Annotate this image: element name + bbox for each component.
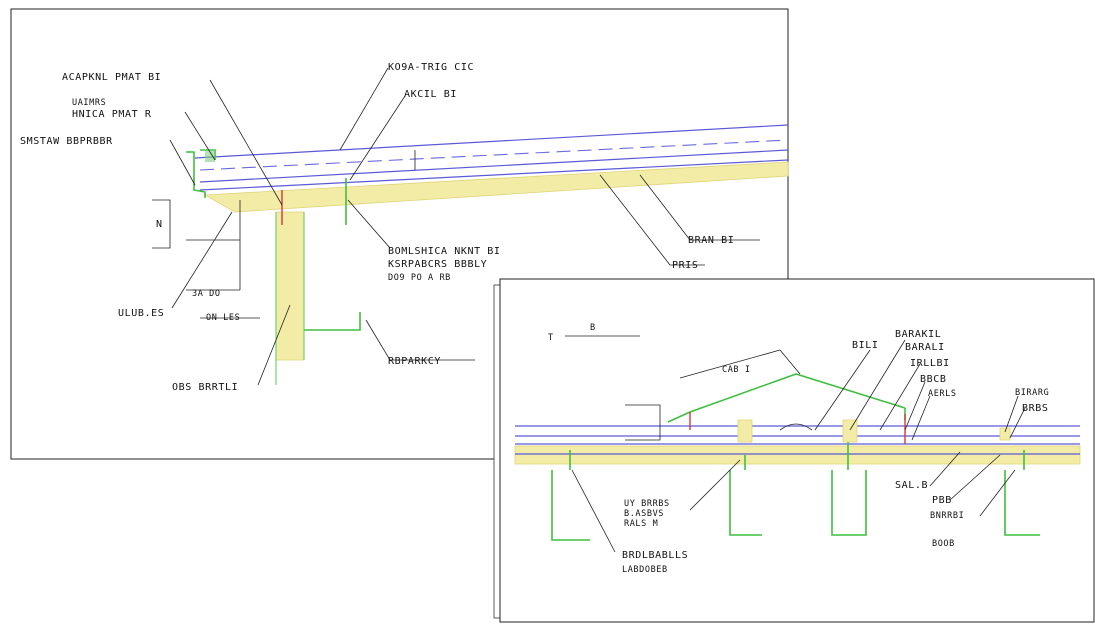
membrane-dashed bbox=[199, 139, 789, 171]
purlin-1 bbox=[551, 470, 590, 541]
leader-9 bbox=[171, 211, 233, 309]
label-top-center: KO9A-TRIG CIC bbox=[388, 62, 474, 73]
label-right-top-beam: BRAN BI bbox=[688, 235, 734, 246]
purlin-2 bbox=[729, 470, 762, 536]
label-bottom-center: RBPARKCY bbox=[388, 356, 441, 367]
b-leader-3 bbox=[879, 363, 921, 431]
label-right-center3: DO9 PO A RB bbox=[388, 273, 451, 283]
b-label-r2: BRBS bbox=[1022, 403, 1048, 414]
b-leader-11 bbox=[689, 459, 741, 511]
membrane-bottom bbox=[199, 159, 789, 191]
label-dim3: ON LES bbox=[206, 313, 240, 323]
ridge-cap-left bbox=[667, 411, 691, 423]
b-label-l5: BBCB bbox=[920, 374, 946, 385]
label-top-right: AKCIL BI bbox=[404, 89, 457, 100]
b-label-l6: AERLS bbox=[928, 389, 957, 399]
leader-7 bbox=[639, 174, 760, 241]
drip-clip bbox=[205, 150, 215, 162]
b-leader-2 bbox=[849, 339, 906, 431]
b-label-bottom-left1: BRDLBABLLS bbox=[622, 550, 688, 561]
membrane-mid bbox=[199, 149, 789, 183]
timber-deck bbox=[203, 161, 789, 213]
b-leader-12 bbox=[571, 469, 616, 553]
b-label-bottom-note: BOOB bbox=[932, 539, 955, 549]
label-dim2: 3A DO bbox=[192, 289, 221, 299]
b-label-left-note3: RALS M bbox=[624, 519, 658, 529]
label-right-center1: BOMLSHICA NKNT BI bbox=[388, 246, 501, 257]
edge-flashing bbox=[186, 151, 206, 198]
leader-4 bbox=[339, 67, 389, 151]
b-label-l4: IRLLBI bbox=[910, 358, 950, 369]
block-2 bbox=[737, 419, 753, 443]
leader-6 bbox=[347, 199, 391, 249]
label-right-beam2: PRIS bbox=[672, 260, 698, 271]
sheet-b: B T CAB I BILI BARAKIL BARALI IRLLBI BBC… bbox=[493, 278, 1095, 623]
leader-1 bbox=[209, 79, 283, 206]
leader-3 bbox=[169, 139, 196, 186]
b-label-l2: BARAKIL bbox=[895, 329, 941, 340]
b-label-l3: BARALI bbox=[905, 342, 945, 353]
block-4 bbox=[999, 427, 1011, 441]
label-left-mid2: HNICA PMAT R bbox=[72, 109, 152, 120]
leader-11 bbox=[257, 304, 291, 386]
b-label-m3: BNRRBI bbox=[930, 511, 964, 521]
sheet-a: ACAPKNL PMAT BI UAIMRS HNICA PMAT R SMST… bbox=[10, 8, 789, 460]
b-leader-5 bbox=[911, 395, 931, 441]
timber-band bbox=[514, 445, 1081, 465]
leader-2 bbox=[184, 111, 216, 161]
b-dim-bracket bbox=[625, 404, 661, 441]
label-top-left: ACAPKNL PMAT BI bbox=[62, 72, 161, 83]
b-dim-slope-2 bbox=[779, 349, 801, 375]
b-label-l1: BILI bbox=[852, 340, 878, 351]
label-bottom-left: ULUB.ES bbox=[118, 308, 164, 319]
b-leader-1 bbox=[814, 349, 871, 431]
b-leader-10 bbox=[979, 469, 1016, 517]
b-label-left-note1: UY BRRBS bbox=[624, 499, 670, 509]
leader-5 bbox=[349, 95, 406, 181]
b-label-top-marker: B bbox=[590, 323, 596, 333]
b-leader-6 bbox=[1004, 395, 1019, 433]
b-leader-8 bbox=[929, 451, 961, 487]
label-left-mid1: UAIMRS bbox=[72, 98, 106, 108]
purlin-3 bbox=[831, 470, 867, 536]
ridge-curve bbox=[779, 423, 813, 431]
leader-10 bbox=[365, 319, 475, 361]
timber-post bbox=[275, 211, 305, 361]
b-leader-9 bbox=[949, 454, 1001, 501]
b-label-dim-top-b: CAB I bbox=[722, 365, 751, 375]
b-label-dim-top: T bbox=[548, 333, 554, 343]
purlin-4 bbox=[1004, 470, 1040, 536]
post-bracket bbox=[304, 312, 361, 331]
b-label-m2: PBB bbox=[932, 495, 952, 506]
dim-bracket-1 bbox=[152, 199, 171, 249]
label-left-strip: SMSTAW BBPRBBR bbox=[20, 136, 113, 147]
label-right-center2: KSRPABCRS BBBLY bbox=[388, 259, 487, 270]
leader-8 bbox=[599, 174, 705, 266]
label-bottom-post: OBS BRRTLI bbox=[172, 382, 238, 393]
block-3 bbox=[842, 419, 858, 443]
membrane-top bbox=[194, 124, 789, 159]
b-label-m1: SAL.B bbox=[895, 480, 928, 491]
b-label-bottom-left2: LABDOBEB bbox=[622, 565, 668, 575]
b-label-left-note2: B.ASBVS bbox=[624, 509, 664, 519]
ridge-cap bbox=[689, 373, 906, 413]
b-leader-4 bbox=[904, 381, 926, 431]
b-dim-slope-1 bbox=[679, 349, 781, 379]
b-label-r1: BIRARG bbox=[1015, 388, 1049, 398]
label-dim1: N bbox=[156, 219, 163, 230]
b-leader-7 bbox=[1009, 407, 1026, 439]
